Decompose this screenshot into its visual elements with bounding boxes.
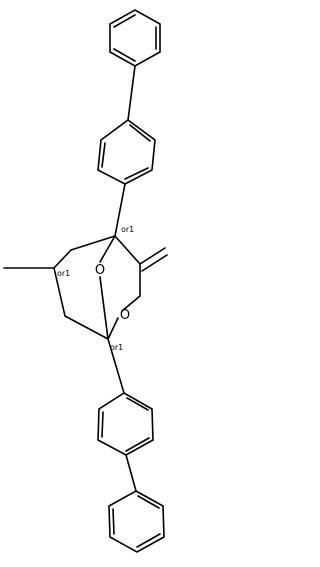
exocyclic-methylene <box>139 247 168 272</box>
bridge-oxygen-label: O <box>95 263 105 278</box>
top-aryl-to-c1-bond <box>114 183 126 237</box>
bottom-biphenyl-link-bond <box>125 454 137 492</box>
bottom-inner-phenyl-ring <box>97 392 154 456</box>
stereo-label-c5: or1 <box>110 343 123 352</box>
bottom-outer-phenyl-ring <box>108 490 165 553</box>
top-inner-phenyl-ring <box>97 119 156 185</box>
stereo-label-c3: or1 <box>57 269 70 278</box>
molecule-structure: O O or1 or1 or1 <box>3 9 168 553</box>
c5-to-bottom-aryl-bond <box>107 338 125 394</box>
ring-oxygen-label: O <box>120 308 130 323</box>
top-biphenyl-link-bond <box>127 65 136 121</box>
top-outer-phenyl-ring <box>109 9 161 67</box>
bicyclic-core <box>53 235 141 340</box>
stereo-label-c1: or1 <box>121 225 134 234</box>
